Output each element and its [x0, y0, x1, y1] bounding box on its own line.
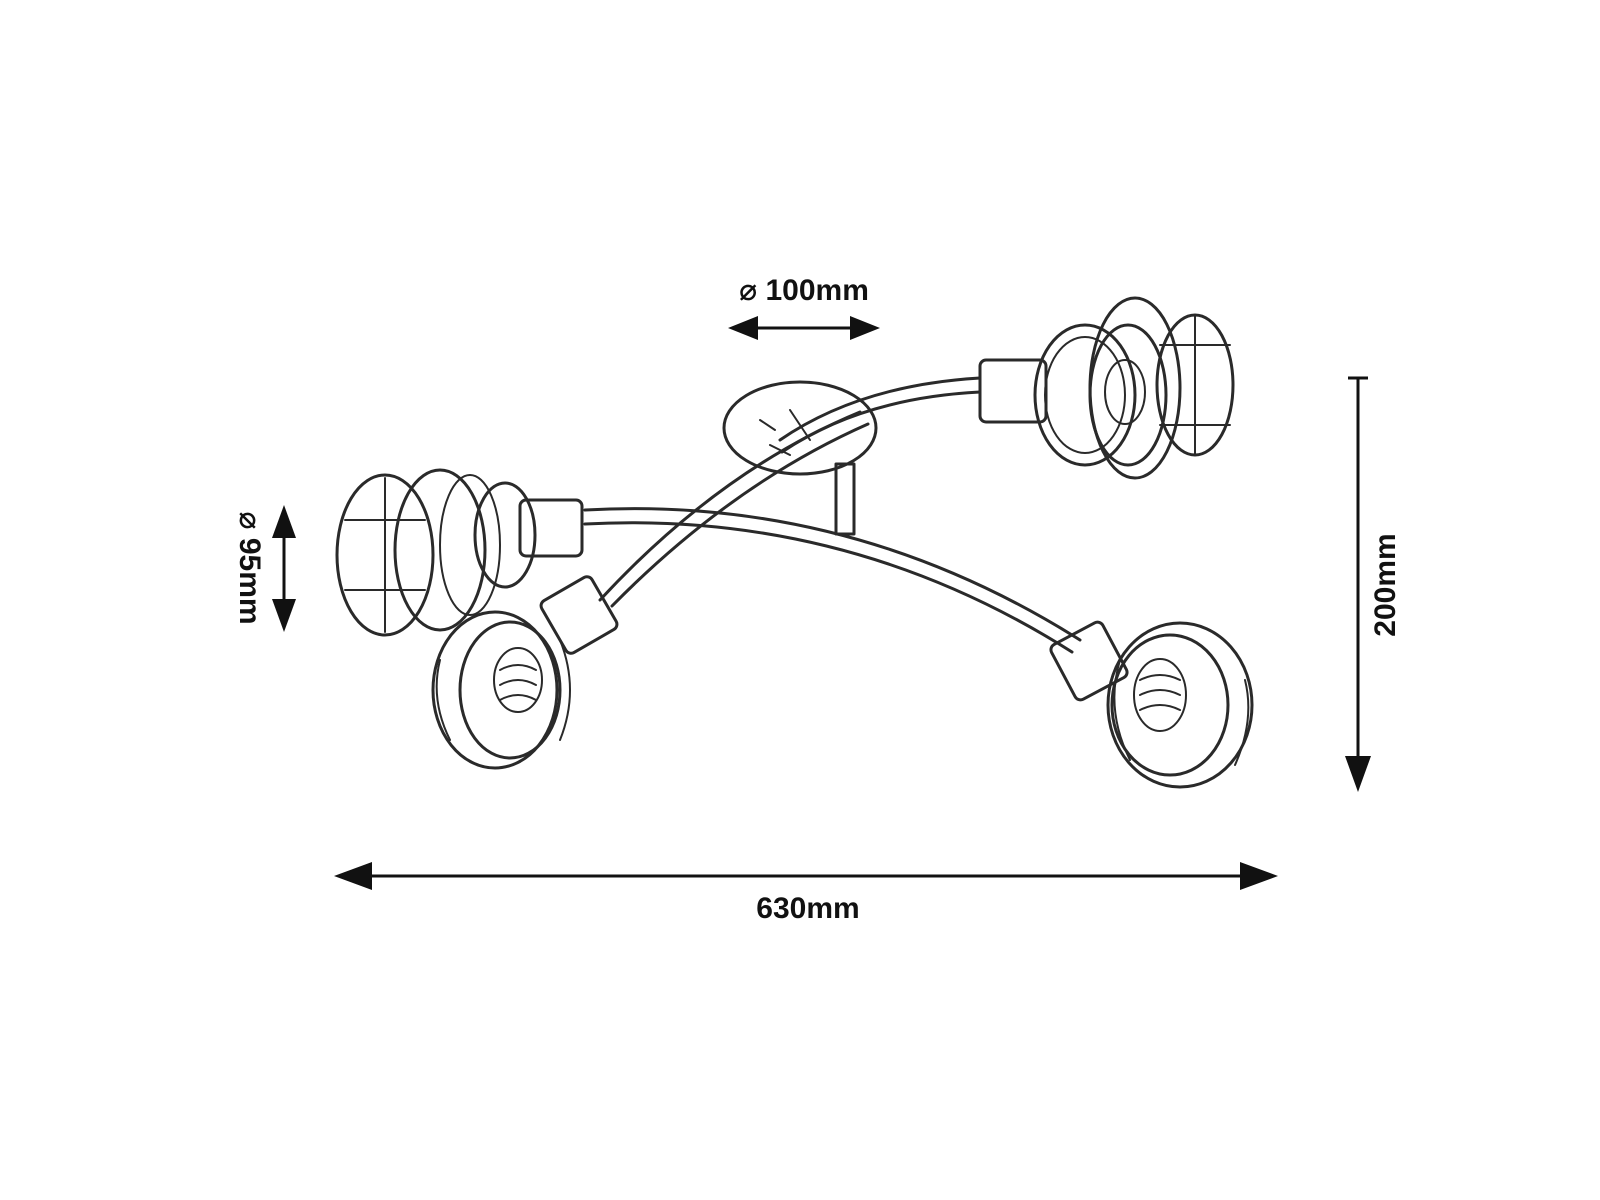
lamp-upper-right: [978, 296, 1235, 480]
lamp-lower-right: [1049, 620, 1254, 789]
dimension-shade-diameter: ⌀ 95mm: [233, 505, 296, 632]
base-diameter-label: ⌀ 100mm: [739, 274, 869, 307]
width-label: 630mm: [756, 892, 859, 925]
dimension-base-diameter: ⌀ 100mm: [728, 274, 880, 340]
ceiling-base: [722, 380, 878, 536]
dimension-height: 200mm: [1345, 376, 1402, 792]
shade-diameter-label: ⌀ 95mm: [233, 511, 266, 624]
dimension-width: 630mm: [334, 862, 1278, 925]
lamp-left: [335, 468, 584, 637]
height-label: 200mm: [1369, 533, 1402, 636]
lamp-arms: [583, 376, 1082, 654]
lamp-lower-left: [431, 575, 619, 770]
